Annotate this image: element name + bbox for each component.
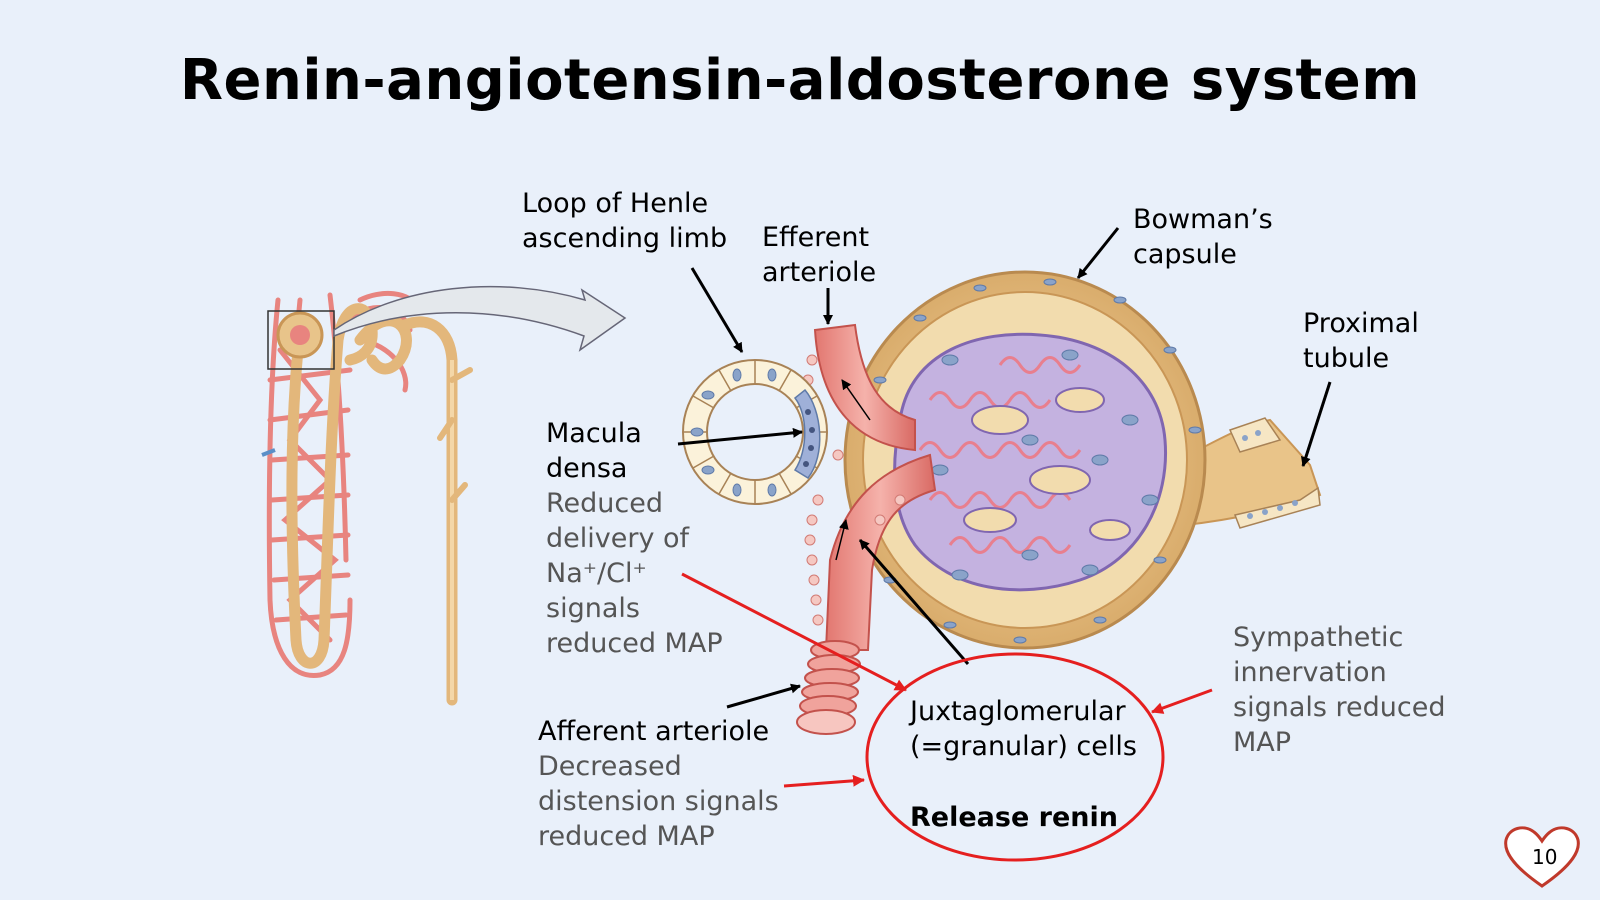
label-sympathetic: Sympathetic innervation signals reduced … <box>1233 622 1446 758</box>
pointer-arrows <box>677 227 1332 709</box>
heart-icon <box>1504 826 1580 888</box>
nephron-overview <box>261 290 473 706</box>
macula-desc-line: Na⁺/Cl⁺ <box>546 558 647 589</box>
macula-desc-line: Reduced <box>546 488 664 519</box>
curved-arrow-icon <box>333 285 627 352</box>
macula-desc-line: signals <box>546 593 640 624</box>
red-arrows <box>681 572 1213 788</box>
jg-highlight <box>865 652 1165 862</box>
label-release-renin: Release renin <box>910 802 1118 833</box>
renal-corpuscle <box>682 270 1322 735</box>
afferent-desc-line: Decreased <box>538 751 682 782</box>
page-number: 10 <box>1532 845 1558 869</box>
label-macula-densa: Macula densa Reduced delivery of Na⁺/Cl⁺… <box>546 418 723 659</box>
label-juxtaglomerular-cells: Juxtaglomerular (=granular) cells <box>910 696 1137 762</box>
macula-desc-line: reduced MAP <box>546 628 723 659</box>
loop-of-henle-cross-section <box>682 359 828 505</box>
label-loop-of-henle: Loop of Henle ascending limb <box>522 188 728 254</box>
label-afferent-arteriole: Afferent arteriole Decreased distension … <box>538 716 779 852</box>
slide-title: Renin-angiotensin-aldosterone system <box>179 48 1421 113</box>
afferent-desc-line: distension signals <box>538 786 779 817</box>
label-bowmans-capsule: Bowman’s capsule <box>1133 204 1273 270</box>
glomerulus <box>893 332 1168 592</box>
macula-desc-line: delivery of <box>546 523 690 554</box>
label-proximal-tubule: Proximal tubule <box>1303 308 1419 374</box>
label-efferent-arteriole: Efferent arteriole <box>762 222 877 288</box>
afferent-desc-line: reduced MAP <box>538 821 715 852</box>
